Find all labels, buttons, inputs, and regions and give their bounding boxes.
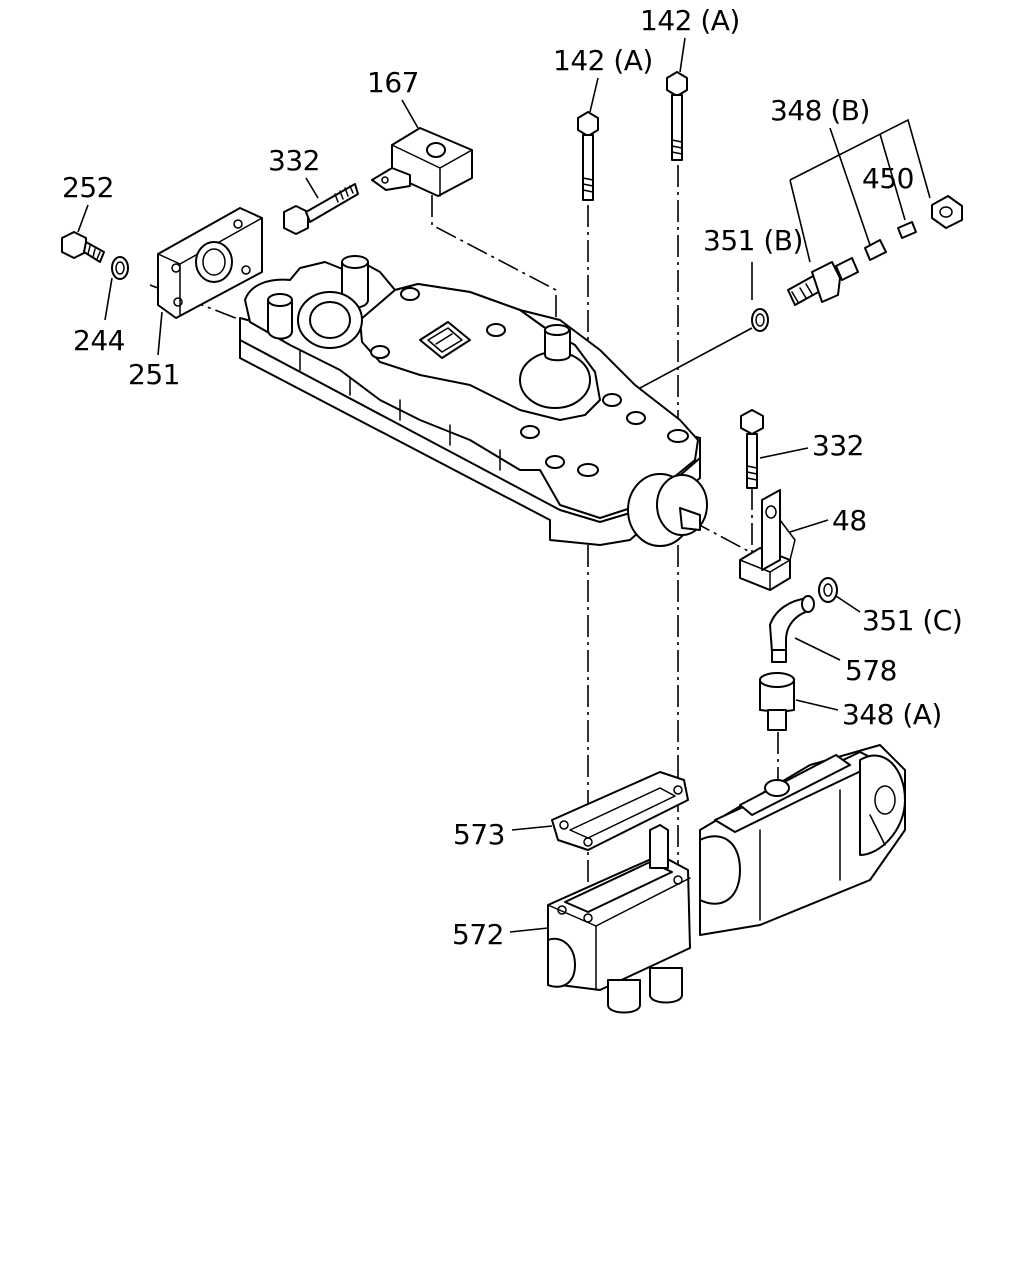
label-252: 252 (62, 171, 114, 204)
part-348b-fitting (787, 257, 859, 306)
part-252-bolt (61, 231, 105, 263)
label-348b: 348 (B) (770, 94, 870, 127)
part-48-bracket (739, 489, 796, 591)
part-332-bolt-mid (740, 409, 764, 489)
part-142a-bolt-left (577, 111, 599, 201)
part-351b-washer (751, 308, 769, 332)
label-142a-top: 142 (A) (640, 4, 740, 37)
label-572: 572 (452, 918, 504, 951)
label-351b: 351 (B) (703, 224, 803, 257)
label-244: 244 (73, 324, 125, 357)
label-332-mid: 332 (812, 429, 864, 462)
label-578: 578 (845, 654, 897, 687)
label-251: 251 (128, 358, 180, 391)
label-142a-mid: 142 (A) (553, 44, 653, 77)
part-573-gasket (551, 771, 689, 851)
part-572-block (547, 824, 691, 1014)
leader-lines (77, 37, 931, 933)
part-244-washer (111, 256, 129, 280)
part-578-elbow (769, 595, 815, 663)
label-348a: 348 (A) (842, 698, 942, 731)
label-48: 48 (832, 504, 867, 537)
label-450: 450 (862, 162, 914, 195)
label-351c: 351 (C) (862, 604, 962, 637)
part-348a-fitting (759, 672, 795, 731)
label-573: 573 (453, 818, 505, 851)
part-332-bolt-top (283, 183, 359, 235)
part-450-plug (864, 195, 963, 261)
valve-body-housing (239, 255, 708, 547)
label-332-top: 332 (268, 144, 320, 177)
part-142a-bolt-right (666, 71, 688, 161)
part-167-bracket (371, 127, 473, 197)
part-251-flange (157, 207, 263, 319)
actuator-motor (699, 744, 906, 936)
part-labels: 142 (A) 142 (A) 167 348 (B) 332 450 252 … (62, 4, 963, 951)
label-167: 167 (367, 66, 419, 99)
part-351c-washer (818, 577, 838, 603)
